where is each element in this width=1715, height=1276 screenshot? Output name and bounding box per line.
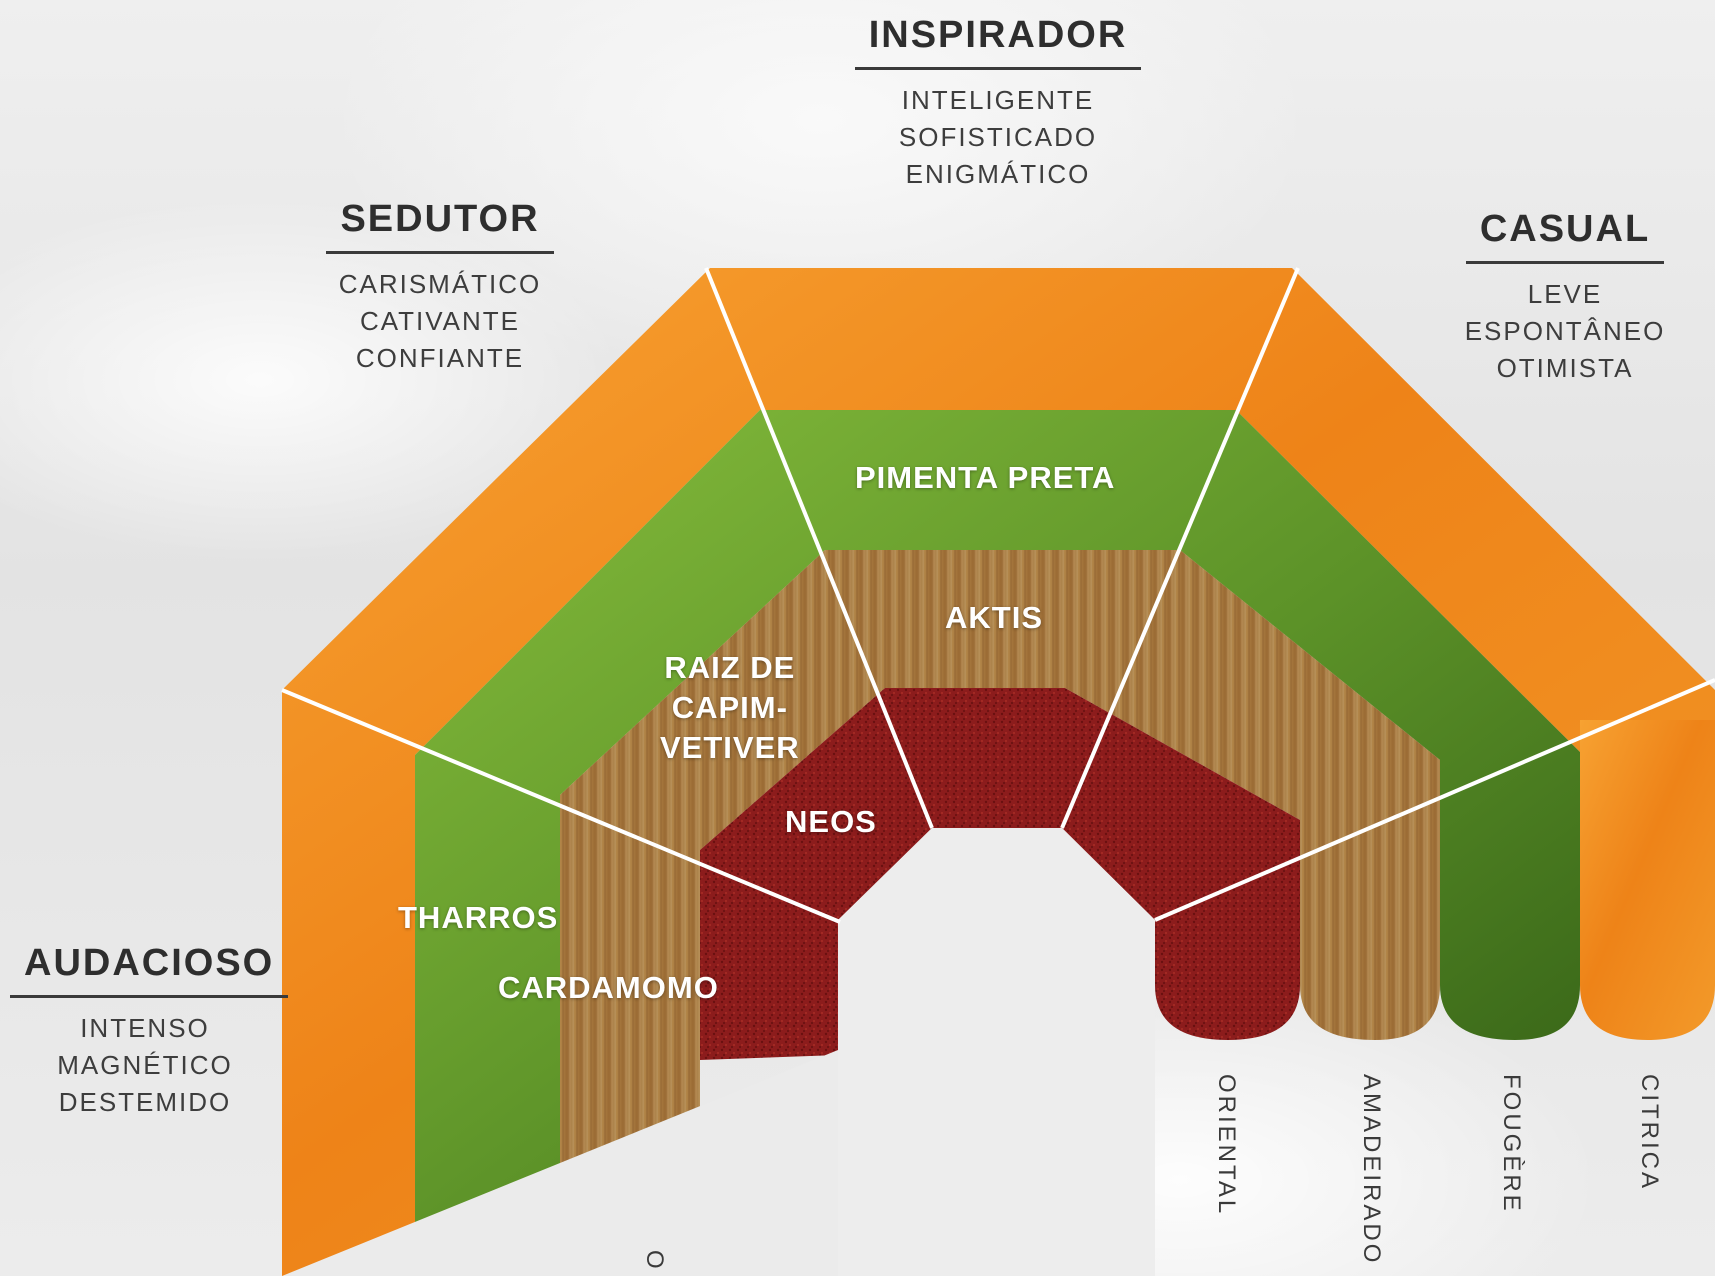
divider-right: [1154, 678, 1715, 922]
note-pimenta-preta: PIMENTA PRETA: [855, 460, 1116, 495]
divider-top-left: [704, 267, 934, 829]
trait: LEVE: [1527, 279, 1603, 309]
note-raiz-de-capim-vetiver: RAIZ DE CAPIM- VETIVER: [660, 648, 800, 768]
personality-sedutor: SEDUTOR CARISMÁTICO CATIVANTE CONFIANTE: [320, 198, 560, 377]
trait: INTENSO: [80, 1013, 210, 1043]
trait: OTIMISTA: [1496, 353, 1634, 383]
trait: DESTEMIDO: [58, 1087, 232, 1117]
note-tharros: THARROS: [398, 900, 559, 935]
personality-audacioso: AUDACIOSO INTENSO MAGNÉTICO DESTEMIDO: [10, 942, 289, 1121]
personality-traits: LEVE ESPONTÂNEO OTIMISTA: [1440, 276, 1690, 387]
personality-traits: INTELIGENTE SOFISTICADO ENIGMÁTICO: [848, 82, 1148, 193]
family-citrica: CITRICA: [1636, 1074, 1663, 1191]
note-line: RAIZ DE: [664, 650, 796, 685]
personality-traits: CARISMÁTICO CATIVANTE CONFIANTE: [320, 266, 560, 377]
note-line: CAPIM-: [671, 690, 788, 725]
trait: SOFISTICADO: [898, 122, 1098, 152]
note-cardamomo: CARDAMOMO: [498, 970, 719, 1005]
divider-left: [281, 688, 841, 924]
divider-top-right: [1060, 267, 1300, 829]
trait: ESPONTÂNEO: [1464, 316, 1666, 346]
trait: CARISMÁTICO: [338, 269, 542, 299]
personality-traits: INTENSO MAGNÉTICO DESTEMIDO: [10, 1010, 280, 1121]
fougere-band: [415, 410, 1580, 1276]
family-fougere: FOUGÈRE: [1498, 1074, 1525, 1214]
oriental-band: [700, 688, 1300, 1060]
personality-title: INSPIRADOR: [854, 14, 1142, 70]
note-neos: NEOS: [785, 804, 877, 839]
inner-arch-gap: [838, 828, 1155, 1276]
trait: CONFIANTE: [355, 343, 525, 373]
wood-band: [560, 550, 1440, 1276]
citrus-tail: [1580, 720, 1715, 1040]
personality-title: SEDUTOR: [326, 198, 554, 254]
personality-title: AUDACIOSO: [10, 942, 289, 998]
family-partial-label: O: [641, 1250, 668, 1272]
family-oriental: ORIENTAL: [1213, 1074, 1240, 1217]
family-amadeirado: AMADEIRADO: [1358, 1074, 1385, 1266]
lower-left-mask: [282, 1050, 838, 1276]
trait: INTELIGENTE: [901, 85, 1095, 115]
personality-inspirador: INSPIRADOR INTELIGENTE SOFISTICADO ENIGM…: [848, 14, 1148, 193]
personality-casual: CASUAL LEVE ESPONTÂNEO OTIMISTA: [1440, 208, 1690, 387]
note-aktis: AKTIS: [945, 600, 1043, 635]
trait: ENIGMÁTICO: [905, 159, 1091, 189]
citrus-band: [282, 268, 1715, 1276]
trait: CATIVANTE: [359, 306, 521, 336]
note-line: VETIVER: [660, 730, 800, 765]
trait: MAGNÉTICO: [57, 1050, 233, 1080]
divider-lines: [281, 267, 1715, 924]
personality-title: CASUAL: [1465, 208, 1665, 264]
